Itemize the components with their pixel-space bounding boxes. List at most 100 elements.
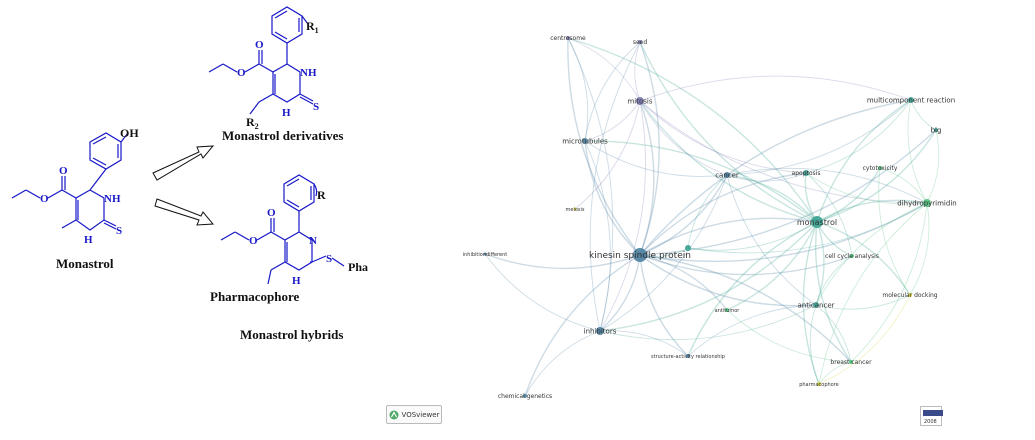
node-big[interactable] <box>934 128 938 132</box>
network-edge <box>639 254 689 357</box>
node-breast[interactable] <box>849 360 853 364</box>
network-edge <box>599 304 817 341</box>
node-label-chemgen[interactable]: chemical genetics <box>498 393 552 400</box>
node-seed[interactable] <box>638 40 642 44</box>
network-edge <box>818 361 852 385</box>
node-pharmacophore[interactable] <box>817 382 821 386</box>
hybrids-structure <box>220 174 345 285</box>
node-cytotoxicity[interactable] <box>878 166 882 170</box>
hybrids-caption: Monastrol hybrids <box>240 327 343 342</box>
network-edge <box>639 217 818 256</box>
hybrids-pha-label: Pha <box>348 260 368 274</box>
network-edge <box>567 37 641 256</box>
keyword-network: centrosome seed mitosis microtubules cancer a… <box>463 35 957 400</box>
node-label-cytotoxicity[interactable]: cytotoxicity <box>863 165 898 172</box>
node-sar[interactable] <box>686 354 690 358</box>
network-edge <box>815 304 852 363</box>
node-inhibition[interactable] <box>483 252 487 256</box>
node-label-cancer[interactable]: cancer <box>715 171 739 179</box>
network-edge <box>639 41 818 223</box>
vosviewer-label: VOSviewer <box>401 410 440 419</box>
node-label-centrosome[interactable]: centrosome <box>550 35 586 42</box>
node-label-cellcycle[interactable]: cell cycle analysis <box>825 253 879 260</box>
node-label-seed[interactable]: seed <box>633 39 648 46</box>
node-centrosome[interactable] <box>566 36 570 40</box>
network-edge <box>584 100 641 142</box>
network-edge <box>726 309 852 363</box>
node-anticancer[interactable] <box>813 302 819 308</box>
network-edge <box>599 100 646 332</box>
node-hidden1[interactable] <box>685 245 691 251</box>
network-edge <box>815 294 911 310</box>
hybrids-s-label: S <box>326 253 332 265</box>
node-cancer[interactable] <box>724 172 730 178</box>
network-edge <box>815 255 853 306</box>
network-edge <box>639 41 660 256</box>
node-antitumor[interactable] <box>725 308 729 312</box>
network-edge <box>639 254 852 363</box>
node-label-inhibitors[interactable]: inhibitors <box>584 327 617 335</box>
node-label-monastrol[interactable]: monastrol <box>797 218 837 227</box>
network-edge <box>726 167 928 204</box>
network-edge <box>726 172 807 182</box>
node-meiosis[interactable] <box>573 207 577 211</box>
year-gradient-bar <box>923 410 943 416</box>
monastrol-o1-label: O <box>59 165 68 177</box>
derivatives-nh-label: NH <box>300 67 317 79</box>
node-apoptosis[interactable] <box>803 170 809 176</box>
node-multicomponent[interactable] <box>908 97 914 103</box>
node-label-molecular[interactable]: molecular docking <box>882 292 937 299</box>
network-edge <box>639 174 728 256</box>
network-edge <box>639 99 912 256</box>
network-edge <box>805 99 912 174</box>
arrow-to-hybrids <box>154 198 215 226</box>
node-label-antitumor[interactable]: antitumor <box>715 308 741 314</box>
node-label-microtubules[interactable]: microtubules <box>562 137 608 145</box>
network-edge <box>584 140 611 332</box>
node-mitosis[interactable] <box>636 97 644 105</box>
network-edge <box>726 221 818 311</box>
node-inhibitors[interactable] <box>596 327 604 335</box>
node-label-pharmacophore[interactable]: pharmacophore <box>799 382 839 388</box>
node-label-inhibition[interactable]: inhibitiondifferent <box>463 252 508 258</box>
network-edge <box>816 129 937 223</box>
node-label-dihydro[interactable]: dihydropyrimidin <box>897 199 956 207</box>
network-edge <box>639 100 818 223</box>
node-monastrol[interactable] <box>811 216 823 228</box>
network-edge <box>805 172 928 205</box>
network-edge <box>599 174 728 332</box>
network-edge <box>687 221 818 251</box>
node-dihydro[interactable] <box>923 199 931 207</box>
node-label-ksp[interactable]: kinesin spindle protein <box>589 251 691 261</box>
network-edge <box>818 202 928 385</box>
vosviewer-badge: VOSviewer <box>386 405 442 424</box>
node-ksp[interactable] <box>633 248 647 262</box>
network-edge <box>850 202 928 363</box>
vosviewer-logo-icon <box>389 410 399 419</box>
node-label-breast[interactable]: breast cancer <box>830 359 872 366</box>
node-label-apoptosis[interactable]: apoptosis <box>792 170 821 177</box>
node-label-big[interactable]: big <box>931 126 942 134</box>
node-molecular[interactable] <box>908 293 912 297</box>
node-label-mitosis[interactable]: mitosis <box>627 97 652 105</box>
monastrol-s-label: S <box>116 225 122 237</box>
hybrids-phenyl-ring <box>283 174 315 212</box>
network-edge <box>524 254 641 397</box>
derivatives-r2-label: R2 <box>246 115 259 131</box>
node-label-anticancer[interactable]: anticancer <box>797 301 834 309</box>
network-edge <box>878 167 911 296</box>
node-microtubules[interactable] <box>582 138 588 144</box>
network-edge <box>815 221 825 306</box>
derivatives-structure <box>208 6 314 115</box>
node-label-sar[interactable]: structure-activity relationship <box>651 354 725 360</box>
network-edge <box>567 37 641 102</box>
network-edge <box>687 304 817 357</box>
network-edge <box>687 221 818 357</box>
node-chemgen[interactable] <box>523 394 527 398</box>
node-cellcycle[interactable] <box>850 254 854 258</box>
node-label-multicomponent[interactable]: multicomponent reaction <box>867 96 955 104</box>
node-label-meiosis[interactable]: meiosis <box>566 207 585 213</box>
hybrids-n-label: N <box>309 235 317 247</box>
derivatives-o1-label: O <box>255 39 264 51</box>
